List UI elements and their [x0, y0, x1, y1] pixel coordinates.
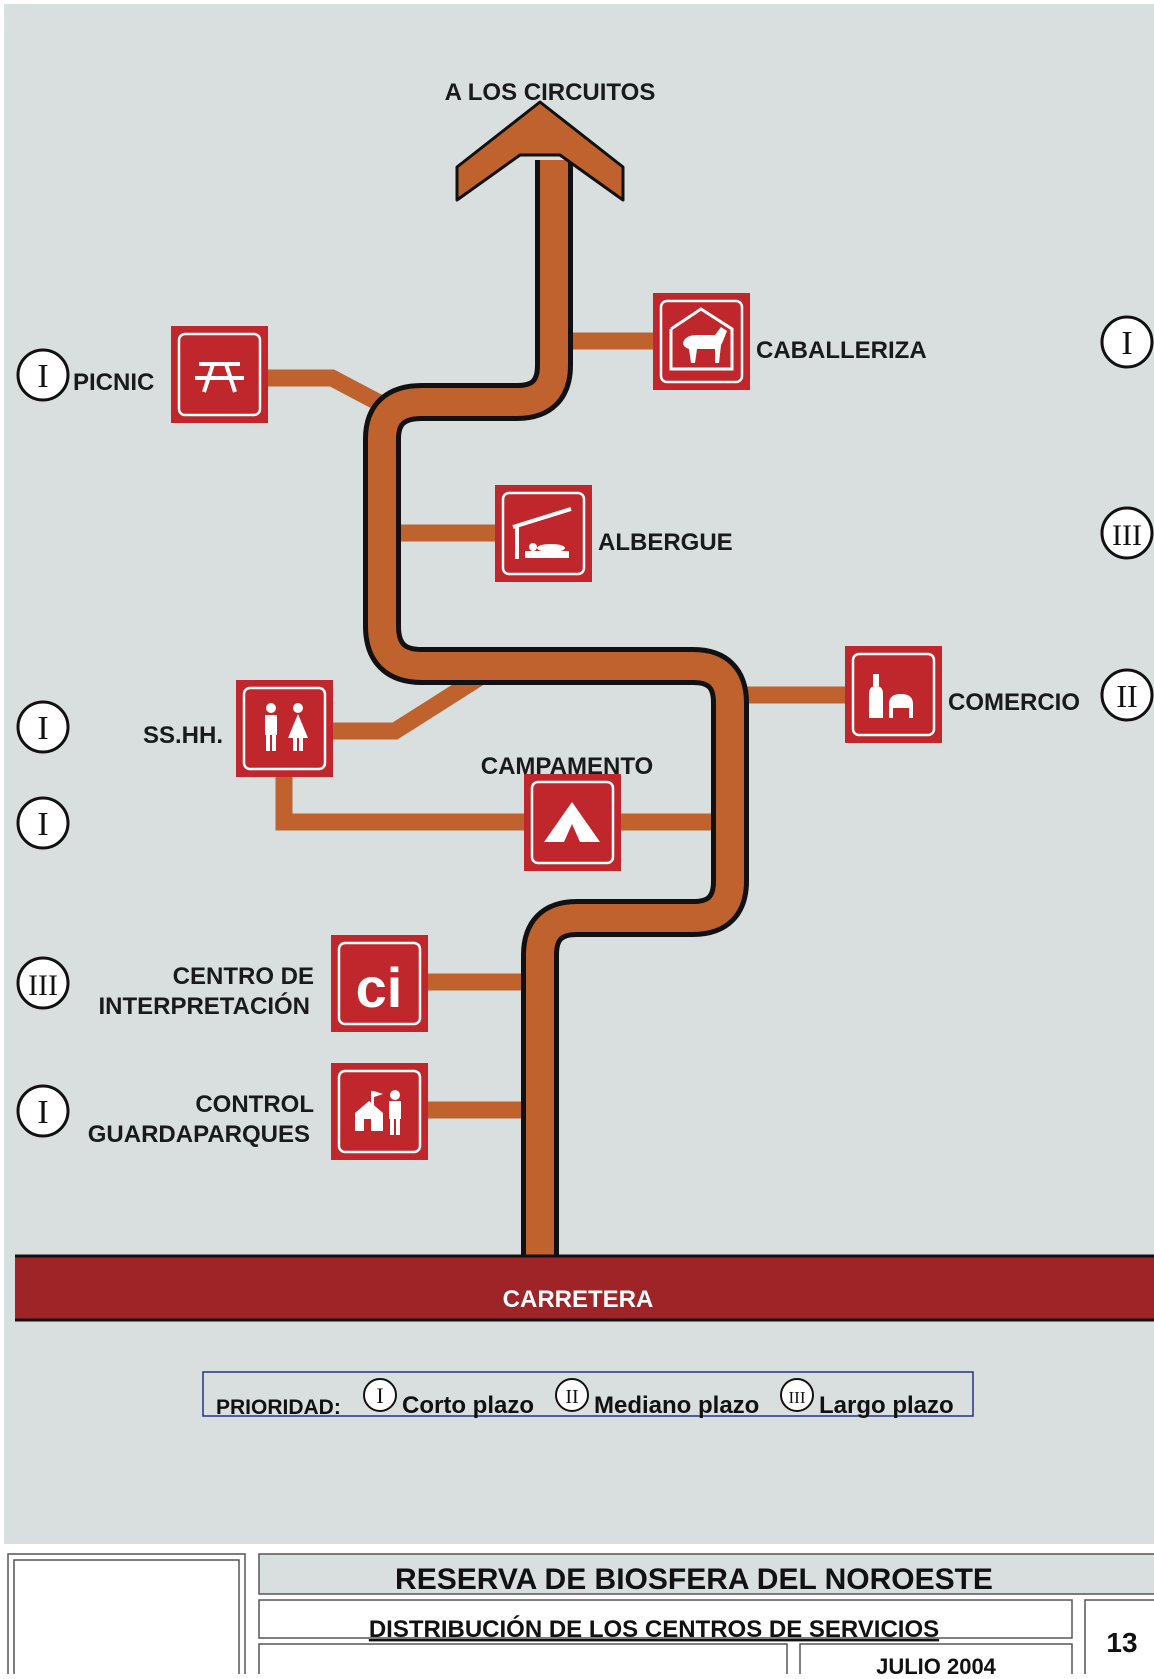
ranger-station-icon [355, 1090, 401, 1135]
svg-text:III: III [1112, 519, 1142, 552]
sshh-label: SS.HH. [143, 722, 223, 749]
sheet-number-box [1084, 1599, 1154, 1679]
connector-picnic [265, 369, 389, 414]
caballeriza-label: CABALLERIZA [756, 337, 927, 364]
road-label: CARRETERA [503, 1286, 654, 1313]
arrow-head [455, 100, 625, 202]
ci-info-icon: ci [356, 956, 403, 1019]
comercio-icon-box [845, 646, 942, 743]
svg-text:I: I [37, 358, 48, 395]
priority-badge-picnic: I [16, 348, 70, 402]
restroom-icon [265, 703, 308, 751]
campamento-icon-box [524, 774, 621, 871]
control-label-line2: GUARDAPARQUES [88, 1121, 310, 1148]
horse-stable-icon [669, 307, 734, 371]
legend-item-medium: II Mediano plazo [555, 1378, 759, 1419]
svg-text:Largo plazo: Largo plazo [819, 1392, 954, 1419]
albergue-label: ALBERGUE [598, 529, 733, 556]
svg-text:Mediano plazo: Mediano plazo [594, 1392, 759, 1419]
tent-icon [544, 802, 600, 842]
shop-bottle-icon [869, 674, 913, 718]
svg-text:Corto plazo: Corto plazo [402, 1392, 534, 1419]
priority-badge-sshh: I [16, 700, 70, 754]
svg-text:II: II [1116, 678, 1137, 714]
control-icon-box [331, 1063, 428, 1160]
sshh-icon-box [236, 680, 333, 777]
priority-badge-albergue: III [1100, 506, 1154, 560]
priority-badge-control: I [16, 1084, 70, 1138]
reserve-title: RESERVA DE BIOSFERA DEL NOROESTE [395, 1563, 993, 1596]
picnic-icon-box [171, 326, 268, 423]
title-block: RESERVA DE BIOSFERA DEL NOROESTE DISTRIB… [7, 1553, 1154, 1679]
svg-text:II: II [565, 1386, 578, 1408]
shelter-bed-icon [512, 507, 572, 559]
priority-badge-comercio: II [1100, 668, 1154, 722]
top-label: A LOS CIRCUITOS [445, 79, 656, 106]
priority-badge-campamento: I [16, 796, 70, 850]
svg-text:III: III [28, 969, 58, 1002]
control-label-line1: CONTROL [195, 1091, 314, 1118]
priority-badge-caballeriza: I [1100, 315, 1154, 369]
subtitle: DISTRIBUCIÓN DE LOS CENTROS DE SERVICIOS [369, 1615, 939, 1643]
legend: PRIORIDAD: I Corto plazo II Mediano plaz… [202, 1371, 974, 1419]
legend-title: PRIORIDAD: [216, 1396, 341, 1419]
picnic-table-icon [195, 362, 244, 393]
comercio-label: COMERCIO [948, 689, 1080, 716]
centro-icon-box: ci [331, 935, 428, 1032]
centro-label-line2: INTERPRETACIÓN [98, 992, 310, 1020]
legend-item-long: III Largo plazo [780, 1378, 954, 1419]
svg-text:I: I [1121, 325, 1132, 362]
svg-text:I: I [37, 806, 48, 843]
albergue-icon-box [495, 485, 592, 582]
legend-item-short: I Corto plazo [363, 1378, 534, 1419]
connector-sshh [330, 664, 493, 740]
svg-text:I: I [376, 1383, 383, 1408]
main-path-fill [368, 160, 744, 1255]
main-path [363, 100, 749, 1255]
svg-text:I: I [37, 1094, 48, 1131]
road: CARRETERA [15, 1254, 1154, 1322]
centro-label-line1: CENTRO DE [173, 963, 314, 990]
caballeriza-icon-box [653, 293, 750, 390]
svg-text:III: III [789, 1388, 806, 1407]
sheet-number: 13 [1106, 1627, 1137, 1658]
svg-text:I: I [37, 710, 48, 747]
priority-badge-centro: III [16, 956, 70, 1010]
date: JULIO 2004 [876, 1654, 997, 1674]
reserve-title-box [258, 1553, 1154, 1595]
campamento-label: CAMPAMENTO [481, 753, 653, 780]
picnic-label: PICNIC [73, 369, 154, 396]
priority-badges: I I III II I I III I [16, 315, 1154, 1138]
